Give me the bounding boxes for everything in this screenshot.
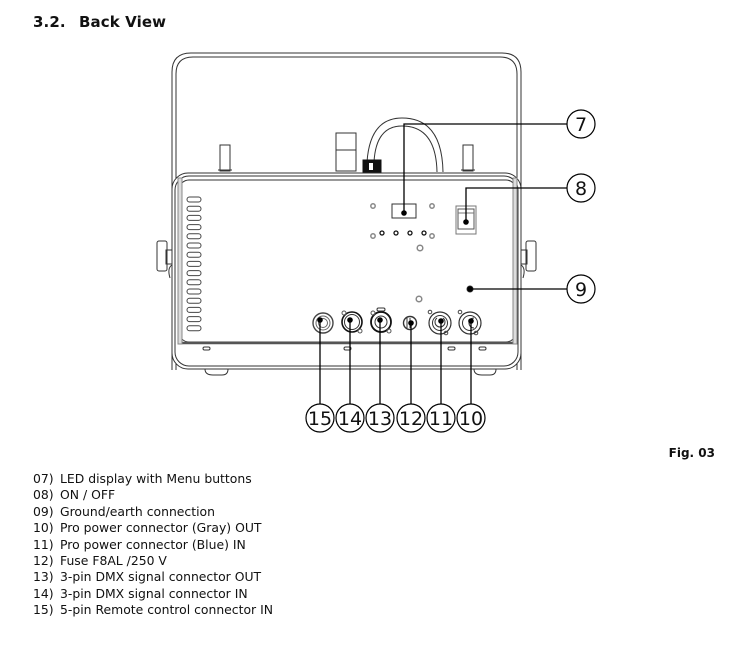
leader-lines (319, 123, 567, 405)
vent-slot (186, 316, 202, 323)
legend-item: 08) ON / OFF (33, 487, 273, 503)
callout-8: 8 (566, 173, 596, 203)
svg-text:14: 14 (338, 408, 362, 430)
vent-slot (186, 260, 202, 267)
legend-text: 5-pin Remote control connector IN (60, 602, 274, 618)
callout-7: 7 (566, 109, 596, 139)
legend-item: 13) 3-pin DMX signal connector OUT (33, 569, 273, 585)
legend-item: 15) 5-pin Remote control connector IN (33, 602, 273, 618)
legend-number: 14) (33, 585, 54, 601)
vent-slot (186, 214, 202, 221)
legend-item: 09) Ground/earth connection (33, 504, 273, 520)
vent-slot (186, 279, 202, 286)
connector-15-remote (312, 312, 334, 334)
vent-slot (186, 306, 202, 313)
figure-label: Fig. 03 (668, 446, 715, 460)
legend-item: 11) Pro power connector (Blue) IN (33, 537, 273, 553)
vent-slot (186, 325, 202, 332)
svg-text:12: 12 (399, 408, 423, 430)
connector-11-power-in (427, 309, 452, 336)
top-post-right (462, 144, 474, 172)
callout-15: 15 (305, 403, 335, 433)
legend-number: 15) (33, 602, 54, 618)
legend-number: 11) (33, 536, 54, 552)
legend-number: 10) (33, 520, 54, 536)
legend-text: Ground/earth connection (60, 503, 215, 519)
section-heading: 3.2. Back View (33, 13, 166, 31)
svg-text:13: 13 (368, 408, 392, 430)
side-knob-right (520, 240, 537, 279)
vent-slot (186, 297, 202, 304)
connector-10-power-out (457, 309, 482, 336)
legend-number: 13) (33, 569, 54, 585)
callout-13: 13 (365, 403, 395, 433)
vent-slot (186, 205, 202, 212)
vent-slots (186, 196, 202, 332)
leader-8 (465, 187, 567, 222)
vent-slot (186, 251, 202, 258)
connector-14-dmx-in (341, 310, 363, 334)
vent-slot (186, 224, 202, 231)
leader-dots (317, 210, 474, 326)
callout-11: 11 (426, 403, 456, 433)
legend-text: LED display with Menu buttons (60, 471, 252, 486)
legend-text: ON / OFF (60, 487, 116, 503)
callout-12: 12 (396, 403, 426, 433)
legend-item: 14) 3-pin DMX signal connector IN (33, 586, 273, 602)
callout-14: 14 (335, 403, 365, 433)
svg-text:7: 7 (575, 114, 587, 136)
legend-number: 08) (33, 487, 54, 503)
legend-item: 10) Pro power connector (Gray) OUT (33, 520, 273, 536)
parts-legend: 07) LED display with Menu buttons 08) ON /… (33, 471, 273, 619)
housing (171, 172, 522, 370)
vent-slot (186, 233, 202, 240)
svg-text:10: 10 (459, 408, 483, 430)
legend-text: 3-pin DMX signal connector IN (60, 585, 248, 601)
svg-text:15: 15 (308, 408, 332, 430)
legend-text: Fuse F8AL /250 V (60, 553, 167, 569)
section-title: Back View (79, 13, 167, 31)
vent-slot (186, 270, 202, 277)
legend-text: 3-pin DMX signal connector OUT (60, 569, 262, 585)
legend-number: 07) (33, 471, 54, 486)
legend-number: 12) (33, 553, 54, 569)
svg-text:11: 11 (429, 408, 453, 430)
callout-9: 9 (566, 274, 596, 304)
callout-10: 10 (456, 403, 486, 433)
legend-number: 09) (33, 503, 54, 519)
connector-13-dmx-out (370, 307, 392, 334)
cable-loop (362, 117, 444, 173)
svg-text:9: 9 (575, 279, 587, 301)
leader-7 (403, 123, 567, 213)
section-number: 3.2. (33, 13, 66, 31)
legend-item: 07) LED display with Menu buttons (33, 471, 273, 487)
top-post-center (335, 132, 357, 172)
legend-text: Pro power connector (Gray) OUT (60, 520, 262, 536)
side-knob-left (156, 240, 173, 279)
legend-text: Pro power connector (Blue) IN (60, 536, 246, 552)
svg-text:8: 8 (575, 178, 587, 200)
display-panel (370, 203, 435, 252)
top-post-left (219, 144, 231, 172)
back-view-drawing: 7 8 9 15 14 13 12 11 10 (156, 52, 596, 433)
yoke-bracket (171, 52, 522, 370)
vent-slot (186, 196, 202, 203)
vent-slot (186, 242, 202, 249)
vent-slot (186, 288, 202, 295)
legend-item: 12) Fuse F8AL /250 V (33, 553, 273, 569)
